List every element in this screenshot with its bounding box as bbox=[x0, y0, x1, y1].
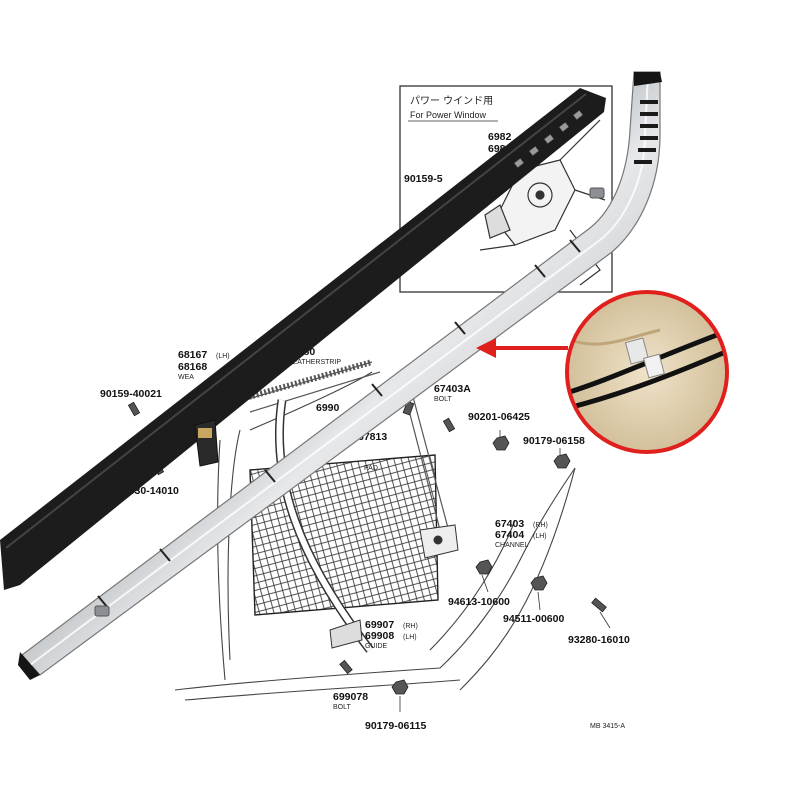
nut-icon bbox=[475, 559, 493, 575]
label-pad: PAD bbox=[364, 465, 378, 472]
felt-weatherstrip-photo bbox=[0, 88, 606, 590]
label-68167-side: (LH) bbox=[216, 353, 230, 360]
label-90179-06158: 90179-06158 bbox=[523, 435, 585, 447]
channel-bracket bbox=[419, 524, 459, 559]
nut-icon bbox=[553, 453, 571, 469]
door-outline bbox=[174, 371, 576, 701]
inset-ring bbox=[565, 290, 729, 454]
label-channel: CHANNEL bbox=[495, 542, 529, 549]
frame-lines bbox=[244, 361, 449, 531]
screw-icon bbox=[127, 401, 141, 417]
label-69908: 69908 bbox=[365, 630, 394, 642]
label-6990: 6990 bbox=[316, 402, 340, 414]
label-67403-side: (RH) bbox=[533, 522, 548, 529]
label-68167: 68167 bbox=[178, 349, 207, 361]
label-bolt-2: BOLT bbox=[333, 704, 351, 711]
mesh-pad bbox=[249, 454, 439, 616]
leader-lines bbox=[399, 430, 611, 712]
screw-icon bbox=[591, 597, 607, 613]
inset-title-jp: パワー ウインド用 bbox=[410, 95, 493, 107]
inset-bolt-code: 90159-5 bbox=[404, 173, 443, 185]
label-67404: 67404 bbox=[495, 529, 524, 541]
label-93280-16010: 93280-16010 bbox=[568, 634, 630, 646]
inset-code-1: 6982 bbox=[488, 131, 512, 143]
footer-code: MB 3415-A bbox=[590, 723, 625, 730]
label-699078: 699078 bbox=[333, 691, 368, 703]
callout-arrow bbox=[476, 338, 568, 358]
guide-rail bbox=[275, 399, 374, 653]
nut-icon bbox=[391, 679, 409, 695]
screw-icon bbox=[339, 659, 353, 675]
screw-icon bbox=[442, 417, 456, 433]
label-67403: 67403 bbox=[495, 518, 524, 530]
label-guide: GUIDE bbox=[365, 643, 388, 650]
nut-icon bbox=[492, 435, 510, 451]
label-wea: WEA bbox=[178, 374, 194, 381]
clip-closeup-inset bbox=[565, 290, 729, 454]
fasteners bbox=[127, 400, 607, 695]
nut-icon bbox=[530, 575, 548, 591]
chrome-molding-photo bbox=[18, 71, 662, 680]
label-69908-side: (LH) bbox=[403, 634, 417, 641]
label-94613-10600: 94613-10600 bbox=[448, 596, 510, 608]
felt-strip-bracket bbox=[194, 419, 219, 467]
label-94511-00600: 94511-00600 bbox=[503, 613, 564, 625]
label-90159-40021: 90159-40021 bbox=[100, 388, 162, 400]
inset-title-en: For Power Window bbox=[410, 110, 487, 120]
label-weatherstrip: WEATHERSTRIP bbox=[286, 359, 341, 366]
label-90201-06425: 90201-06425 bbox=[468, 411, 530, 423]
label-67404-side: (LH) bbox=[533, 533, 547, 540]
label-69907-side: (RH) bbox=[403, 623, 418, 630]
label-68168: 68168 bbox=[178, 361, 207, 373]
label-90179-06115: 90179-06115 bbox=[365, 720, 426, 732]
bolt-icon bbox=[402, 400, 415, 416]
label-69907: 69907 bbox=[365, 619, 394, 631]
label-bolt-1: BOLT bbox=[434, 396, 452, 403]
callout-labels: 68167 (LH) 68168 WEA 68180 WEATHERSTRIP … bbox=[100, 346, 630, 732]
label-67403a: 67403A bbox=[434, 383, 471, 395]
